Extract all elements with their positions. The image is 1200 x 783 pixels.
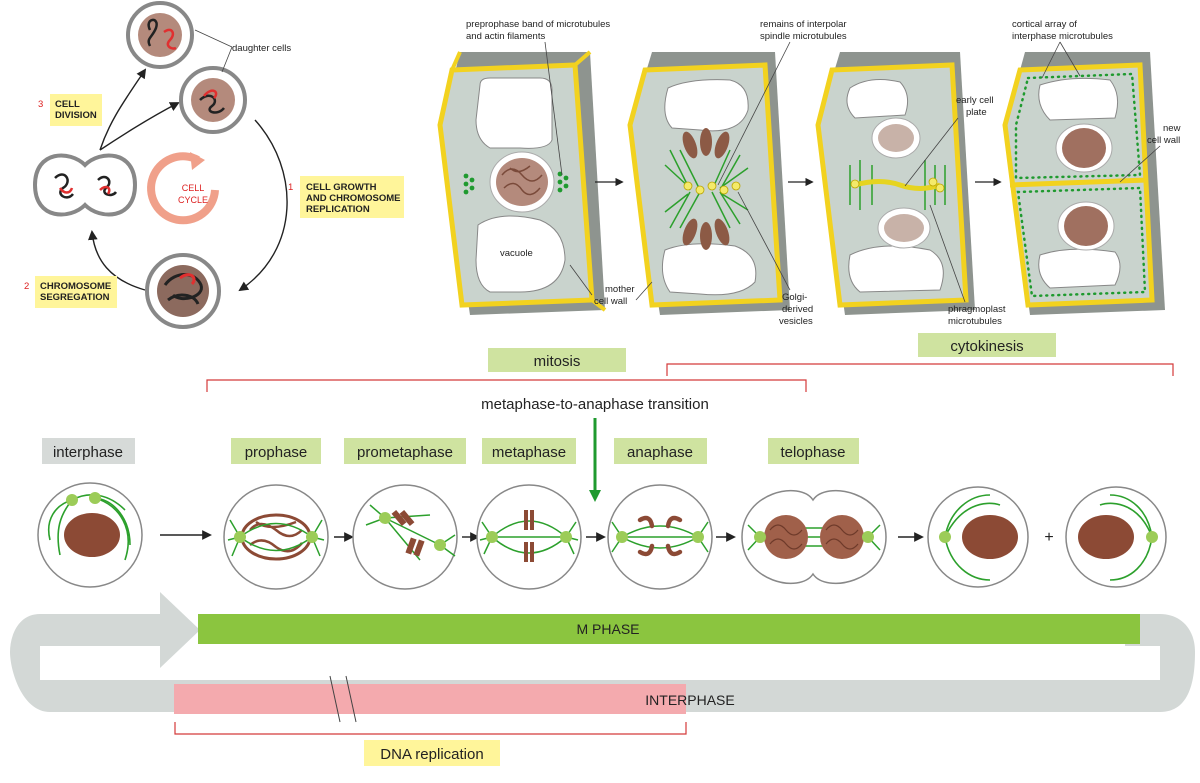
cell-anaphase xyxy=(607,484,713,590)
svg-text:Golgi-: Golgi- xyxy=(782,292,807,303)
stage-label-telophase: telophase xyxy=(780,444,845,461)
segregation-arrow xyxy=(87,230,146,291)
stage-labels: interphase prophase prometaphase metapha… xyxy=(42,438,859,464)
plant-cell-metaphase xyxy=(627,52,790,315)
svg-text:cell wall: cell wall xyxy=(594,296,627,307)
cell-interphase xyxy=(37,482,143,588)
svg-text:CHROMOSOME: CHROMOSOME xyxy=(40,281,111,292)
svg-text:cortical array of: cortical array of xyxy=(1012,19,1077,30)
step-2-number: 2 xyxy=(24,281,29,292)
cytokinesis-label: cytokinesis xyxy=(950,338,1023,355)
svg-text:phragmoplast: phragmoplast xyxy=(948,304,1006,315)
division-arrow-2 xyxy=(99,102,180,151)
svg-text:SEGREGATION: SEGREGATION xyxy=(40,292,110,303)
vacuole-label: vacuole xyxy=(500,248,533,259)
transition-label: metaphase-to-anaphase transition xyxy=(481,396,709,413)
cell-prophase xyxy=(223,484,329,590)
daughter-cell-right xyxy=(1065,486,1167,588)
svg-text:remains of interpolar: remains of interpolar xyxy=(760,19,847,30)
dna-replication-bracket xyxy=(174,722,687,735)
svg-text:microtubules: microtubules xyxy=(948,316,1002,327)
svg-text:preprophase band of microtubul: preprophase band of microtubules xyxy=(466,19,610,30)
dividing-cell xyxy=(32,153,138,217)
daughter-cell-1 xyxy=(126,1,194,69)
plant-labels: preprophase band of microtubules and act… xyxy=(466,19,1181,327)
svg-text:vesicles: vesicles xyxy=(779,316,813,327)
phase-headers: mitosis cytokinesis metaphase-to-anaphas… xyxy=(206,333,1174,502)
cycle-label-1: CELL xyxy=(182,183,205,193)
svg-text:mother: mother xyxy=(605,284,635,295)
cytokinesis-bracket xyxy=(666,363,1174,376)
interphase-label: INTERPHASE xyxy=(645,692,734,708)
dna-replication-label: DNA replication xyxy=(380,746,483,763)
stage-box-metaphase xyxy=(482,438,576,464)
svg-text:REPLICATION: REPLICATION xyxy=(306,204,370,215)
cell-cycle-icon: CELL CYCLE xyxy=(147,152,219,225)
stage-label-interphase: interphase xyxy=(53,444,123,461)
svg-text:spindle microtubules: spindle microtubules xyxy=(760,31,847,42)
plant-cell-panel: vacuole xyxy=(437,19,1181,327)
cell-prometaphase xyxy=(352,484,458,590)
watermark: 知乎 @鑫波和他的小鱼干 xyxy=(851,712,1168,745)
step-1-label: 1 CELL GROWTH AND CHROMOSOME REPLICATION xyxy=(288,176,404,218)
daughter-cell-2 xyxy=(179,66,247,134)
m-phase-label: M PHASE xyxy=(576,621,639,637)
svg-text:plate: plate xyxy=(966,107,987,118)
svg-text:interphase microtubules: interphase microtubules xyxy=(1012,31,1113,42)
stage-box-interphase xyxy=(42,438,135,464)
mitosis-box xyxy=(488,348,626,372)
dna-replication-box xyxy=(364,740,500,766)
cycle-bar: M PHASE INTERPHASE DNA replication xyxy=(10,592,1195,766)
stage-box-prometaphase xyxy=(344,438,466,464)
stage-box-anaphase xyxy=(614,438,707,464)
replicated-cell xyxy=(145,253,221,329)
cell-telophase xyxy=(741,489,887,585)
division-arrow-1 xyxy=(99,68,147,151)
stage-box-telophase xyxy=(768,438,859,464)
stage-label-metaphase: metaphase xyxy=(492,444,566,461)
interphase-bar xyxy=(174,684,686,714)
cycle-arrow-head xyxy=(160,592,200,668)
plant-cell-new-wall xyxy=(1002,52,1165,315)
growth-arrow xyxy=(238,119,288,292)
cell-metaphase xyxy=(476,484,582,590)
step-3-number: 3 xyxy=(38,99,43,110)
stage-label-prometaphase: prometaphase xyxy=(357,444,453,461)
plant-cell-preprophase: vacuole xyxy=(437,50,607,315)
daughter-cell-left xyxy=(927,486,1029,588)
svg-text:and actin filaments: and actin filaments xyxy=(466,31,545,42)
daughter-cells-label: daughter cells xyxy=(232,43,291,54)
svg-text:DIVISION: DIVISION xyxy=(55,110,97,121)
svg-text:CELL: CELL xyxy=(55,99,80,110)
svg-text:CELL GROWTH: CELL GROWTH xyxy=(306,182,377,193)
cell-cycle-panel: daughter cells CELL CYCLE xyxy=(24,1,404,329)
mitosis-bracket xyxy=(206,379,807,392)
svg-text:derived: derived xyxy=(782,304,813,315)
mitosis-label: mitosis xyxy=(534,353,581,370)
stage-box-prophase xyxy=(231,438,321,464)
svg-text:AND CHROMOSOME: AND CHROMOSOME xyxy=(306,193,400,204)
m-phase-bar xyxy=(198,614,1140,644)
cytokinesis-box xyxy=(918,333,1056,357)
stage-label-anaphase: anaphase xyxy=(627,444,693,461)
svg-text:early cell: early cell xyxy=(956,95,994,106)
plus-sign: + xyxy=(1044,529,1053,546)
svg-text:cell wall: cell wall xyxy=(1147,135,1180,146)
stage-label-prophase: prophase xyxy=(245,444,308,461)
animal-cells: + xyxy=(37,482,1167,590)
plant-cell-early-plate xyxy=(815,52,975,315)
step-1-number: 1 xyxy=(288,182,293,193)
cycle-label-2: CYCLE xyxy=(178,195,208,205)
step-3-label: 3 CELL DIVISION xyxy=(38,94,102,126)
step-2-label: 2 CHROMOSOME SEGREGATION xyxy=(24,276,117,308)
svg-text:new: new xyxy=(1163,123,1181,134)
